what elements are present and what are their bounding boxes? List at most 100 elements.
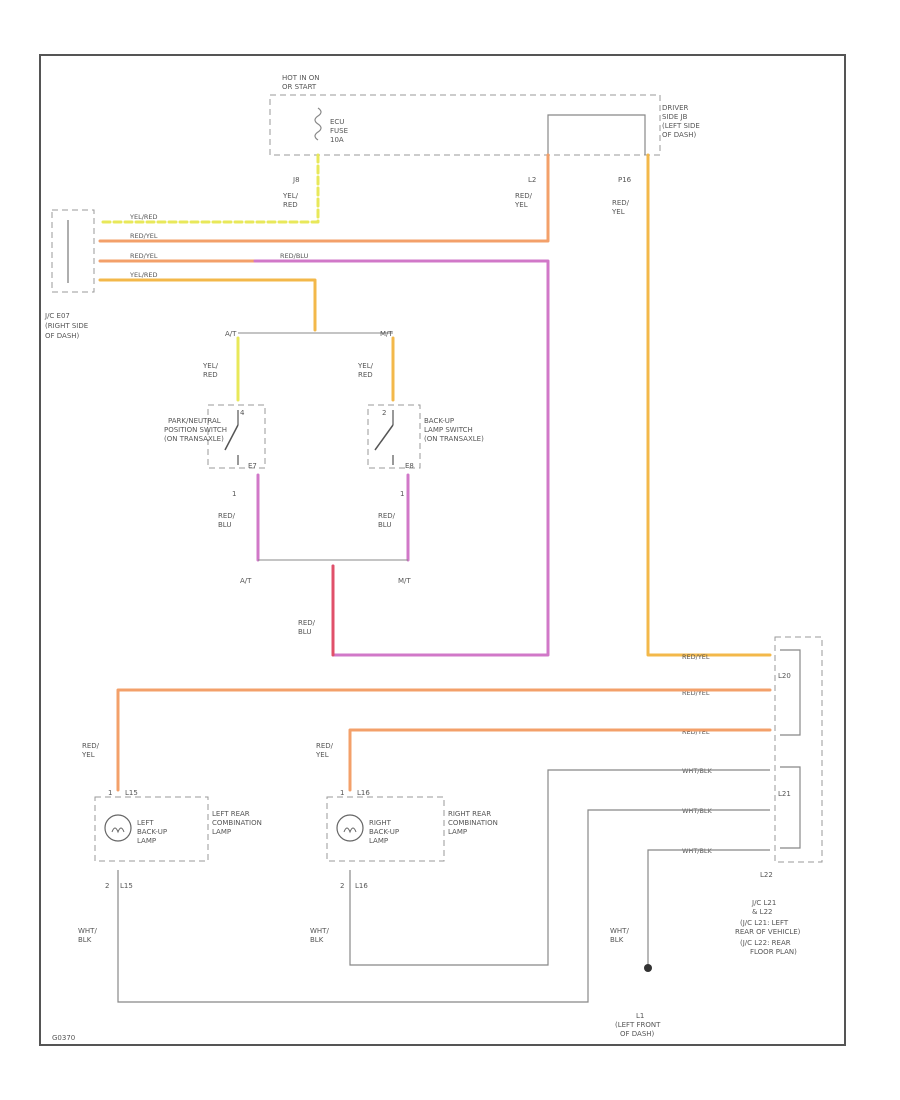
jc-l20: L20 [778, 672, 791, 680]
wire-label-wht-blk-r3: WHT/BLK [682, 847, 713, 855]
rl-conn-top: L16 [357, 789, 370, 797]
ground-label-1: (LEFT FRONT [615, 1021, 661, 1029]
wire-red-yel-l2 [98, 153, 550, 243]
rl-name-2: BACK-UP [369, 828, 399, 836]
wire-label-red-blu-a: RED/BLU [280, 252, 309, 260]
footer-code: G0370 [52, 1034, 75, 1042]
wire-red-yel-l2-stack-1: RED/ [515, 192, 533, 200]
pn-pin-top: 4 [240, 409, 245, 417]
wire-wht-blk-right-gnd [349, 769, 770, 966]
pn-switch: 4 E7 PARK/NEUTRAL POSITION SWITCH (ON TR… [164, 404, 266, 498]
wire-label-red-yel-r1: RED/YEL [682, 653, 710, 661]
label-at-top: A/T [225, 330, 237, 338]
jc-e07: J/C E07 (RIGHT SIDE OF DASH) [44, 209, 95, 340]
jc-right-label-3: (J/C L21: LEFT [740, 919, 789, 927]
pn-label-1: PARK/NEUTRAL [168, 417, 221, 425]
jc-right-bus-top [780, 649, 801, 736]
conn-l2: L2 [528, 176, 536, 184]
wire-yel-red-stack-1: YEL/ [282, 192, 299, 200]
rl-feed-stack-2: YEL [315, 751, 329, 759]
wire-label-red-yel-a: RED/YEL [130, 232, 158, 240]
ground-id: L1 [636, 1012, 644, 1020]
ll-feed-stack-1: RED/ [82, 742, 100, 750]
rl-gnd-stack-1: WHT/ [310, 927, 329, 935]
pn-conn: E7 [248, 462, 257, 470]
label-mt-bottom: M/T [398, 577, 411, 585]
right-lamp-outline [326, 796, 445, 862]
fuse-box-outline [269, 94, 661, 156]
fuse-label-3: 10A [330, 136, 344, 144]
bu-conn: E8 [405, 462, 414, 470]
jc-e07-label-2: (RIGHT SIDE [45, 322, 88, 330]
bu-out-stack-1: RED/ [378, 512, 396, 520]
left-lamp-outline [94, 796, 209, 862]
jc-e07-label-1: J/C E07 [44, 312, 70, 320]
ll-pin-bottom: 2 [105, 882, 109, 890]
jc-right-label-5: (J/C L22: REAR [740, 939, 791, 947]
rl-name-1: RIGHT [369, 819, 392, 827]
bu-wire-stack-1: YEL/ [357, 362, 374, 370]
wire-label-wht-blk-r2: WHT/BLK [682, 807, 713, 815]
wire-yel-red-top [98, 153, 320, 224]
rl-desc-3: LAMP [448, 828, 467, 836]
wire-label-red-yel-b: RED/YEL [130, 252, 158, 260]
bu-pin-top: 2 [382, 409, 386, 417]
jc-right-outline [774, 636, 823, 863]
rl-name-3: LAMP [369, 837, 388, 845]
pn-pin-bottom: 1 [232, 490, 236, 498]
ll-conn-top: L15 [125, 789, 138, 797]
pn-out-stack-2: BLU [218, 521, 231, 529]
bu-out-stack-2: BLU [378, 521, 391, 529]
diagram-border [39, 54, 846, 1046]
rl-desc-1: RIGHT REAR [448, 810, 491, 818]
ll-gnd-stack-2: BLK [78, 936, 92, 944]
gnd-stack-2: BLK [610, 936, 624, 944]
ll-name-3: LAMP [137, 837, 156, 845]
jc-l21-l22: L20 L21 L22 J/C L21 & L22 (J/C L21: LEFT… [735, 636, 823, 956]
fuse-label-2: FUSE [330, 127, 348, 135]
jc-right-label-1: J/C L21 [751, 899, 776, 907]
jb-internal-bus [547, 114, 646, 155]
jc-right-label-2: & L22 [752, 908, 773, 916]
pn-wire-stack-2: RED [203, 371, 218, 379]
ll-gnd-stack-1: WHT/ [78, 927, 97, 935]
wire-yel-red-b [98, 278, 317, 332]
label-at-bottom: A/T [240, 577, 252, 585]
rl-feed-stack-1: RED/ [316, 742, 334, 750]
wire-label-yel-red-a: YEL/RED [129, 213, 158, 221]
bu-label-2: LAMP SWITCH [424, 426, 473, 434]
ll-name-1: LEFT [137, 819, 154, 827]
wire-red-blu-loop [253, 259, 550, 657]
ll-name-2: BACK-UP [137, 828, 167, 836]
right-bulb-icon [336, 814, 364, 842]
jc-l22: L22 [760, 871, 773, 879]
driver-jb-line-2: SIDE JB [662, 113, 688, 121]
conn-j8: J8 [292, 176, 300, 184]
pn-label-2: POSITION SWITCH [164, 426, 227, 434]
backup-switch-outline [367, 404, 421, 469]
bu-label-3: (ON TRANSAXLE) [424, 435, 484, 443]
wire-red-yel-l2-stack-2: YEL [514, 201, 528, 209]
p16-wire-stack-1: RED/ [612, 199, 630, 207]
wire-label-yel-red-b: YEL/RED [129, 271, 158, 279]
rl-gnd-stack-2: BLK [310, 936, 324, 944]
wire-label-red-yel-r2: RED/YEL [682, 689, 710, 697]
wire-red-yel-left-lamp [116, 688, 772, 792]
pn-wire-stack-1: YEL/ [202, 362, 219, 370]
ll-desc-2: COMBINATION [212, 819, 262, 827]
right-rear-lamp: 1 L16 RIGHT BACK-UP LAMP RIGHT REAR COMB… [326, 789, 498, 890]
fuse-symbol [314, 107, 322, 141]
wire-label-wht-blk-r1: WHT/BLK [682, 767, 713, 775]
ll-conn-bottom: L15 [120, 882, 133, 890]
jc-right-label-4: REAR OF VEHICLE) [735, 928, 801, 936]
backup-switch-contact [374, 424, 394, 451]
rl-desc-2: COMBINATION [448, 819, 498, 827]
rl-conn-bottom: L16 [355, 882, 368, 890]
ll-desc-3: LAMP [212, 828, 231, 836]
label-mt-top: M/T [380, 330, 393, 338]
left-rear-lamp: 1 L15 LEFT BACK-UP LAMP LEFT REAR COMBIN… [94, 789, 262, 890]
pn-out-stack-1: RED/ [218, 512, 236, 520]
pn-label-3: (ON TRANSAXLE) [164, 435, 224, 443]
jc-right-bus-bottom [780, 766, 801, 849]
